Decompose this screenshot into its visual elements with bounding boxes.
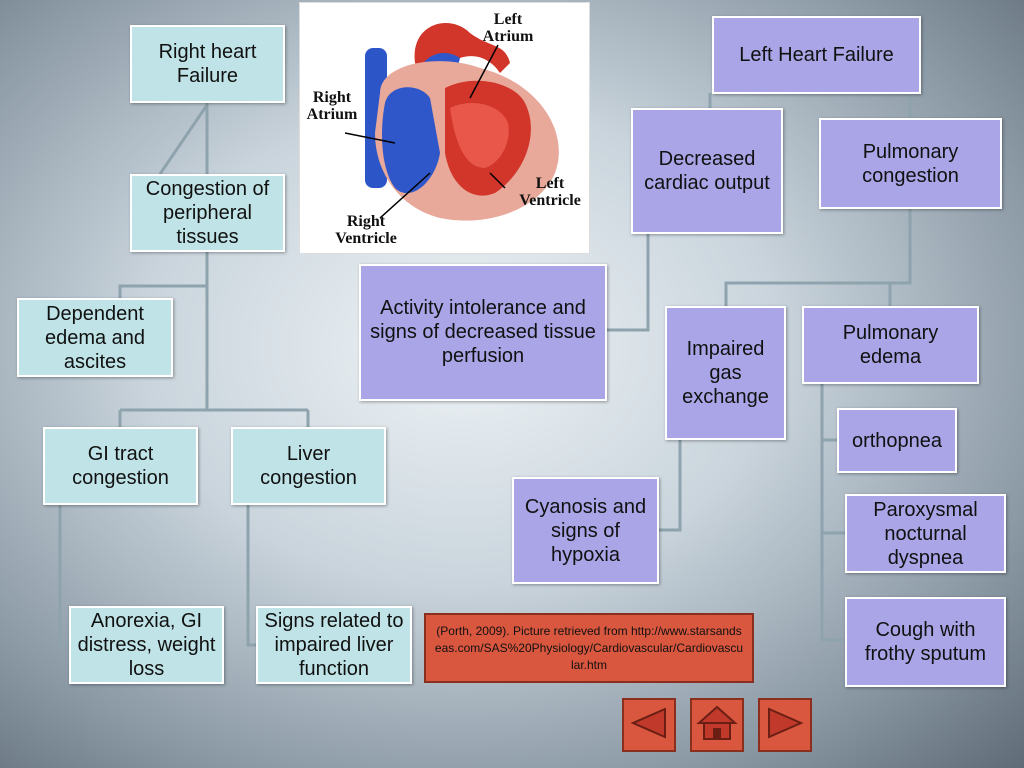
liver-congestion-box: Liver congestion — [231, 427, 386, 505]
gi-tract-congestion-label: GI tract congestion — [72, 443, 169, 489]
reference-text: (Porth, 2009). Picture retrieved from ht… — [434, 624, 744, 672]
cough-frothy-sputum-label: Cough with frothy sputum — [864, 619, 987, 665]
right-heart-failure-box: Right heart Failure — [130, 25, 285, 103]
home-button[interactable] — [690, 698, 744, 752]
impaired-gas-exchange-label: Impaired gas exchange — [682, 338, 769, 408]
paroxysmal-nocturnal-dyspnea-box: Paroxysmal nocturnal dyspnea — [845, 494, 1006, 573]
pulmonary-congestion-label: Pulmonary congestion — [862, 140, 959, 187]
liver-signs-box: Signs related to impaired liver function — [256, 606, 412, 684]
gi-tract-congestion-box: GI tract congestion — [43, 427, 198, 505]
pulmonary-edema-label: Pulmonary edema — [842, 322, 939, 368]
dependent-edema-box: Dependent edema and ascites — [17, 298, 173, 377]
home-icon — [696, 704, 738, 747]
cough-frothy-sputum-box: Cough with frothy sputum — [845, 597, 1006, 687]
cyanosis-box: Cyanosis and signs of hypoxia — [512, 477, 659, 584]
activity-intolerance-box: Activity intolerance and signs of decrea… — [359, 264, 607, 401]
left-heart-failure-box: Left Heart Failure — [712, 16, 921, 94]
pulmonary-congestion-box: Pulmonary congestion — [819, 118, 1002, 209]
back-button[interactable] — [622, 698, 676, 752]
right-atrium-label: Right Atrium — [306, 89, 358, 123]
impaired-gas-exchange-box: Impaired gas exchange — [665, 306, 786, 440]
liver-signs-label: Signs related to impaired liver function — [264, 610, 404, 680]
next-button[interactable] — [758, 698, 812, 752]
pulmonary-edema-box: Pulmonary edema — [802, 306, 979, 384]
right-ventricle-label: Right Ventricle — [335, 213, 397, 247]
orthopnea-box: orthopnea — [837, 408, 957, 473]
reference-citation: (Porth, 2009). Picture retrieved from ht… — [424, 613, 754, 683]
left-heart-failure-label: Left Heart Failure — [739, 44, 894, 66]
left-triangle-icon — [629, 706, 669, 745]
dependent-edema-label: Dependent edema and ascites — [44, 302, 146, 373]
heart-anatomy-image: Left Atrium Right Atrium Left Ventricle … — [299, 2, 590, 254]
anorexia-label: Anorexia, GI distress, weight loss — [77, 610, 216, 680]
liver-congestion-label: Liver congestion — [260, 443, 357, 489]
decreased-cardiac-output-box: Decreased cardiac output — [631, 108, 783, 234]
anorexia-box: Anorexia, GI distress, weight loss — [69, 606, 224, 684]
right-triangle-icon — [765, 706, 805, 745]
decreased-cardiac-output-label: Decreased cardiac output — [644, 148, 770, 194]
congestion-peripheral-label: Congestion of peripheral tissues — [145, 178, 270, 248]
left-ventricle-label: Left Ventricle — [519, 175, 581, 209]
paroxysmal-nocturnal-dyspnea-label: Paroxysmal nocturnal dyspnea — [873, 498, 978, 569]
orthopnea-label: orthopnea — [851, 429, 943, 452]
left-atrium-label: Left Atrium — [482, 11, 534, 45]
right-heart-failure-label: Right heart Failure — [158, 41, 257, 87]
congestion-peripheral-box: Congestion of peripheral tissues — [130, 174, 285, 252]
activity-intolerance-label: Activity intolerance and signs of decrea… — [370, 297, 596, 367]
cyanosis-label: Cyanosis and signs of hypoxia — [524, 495, 647, 566]
